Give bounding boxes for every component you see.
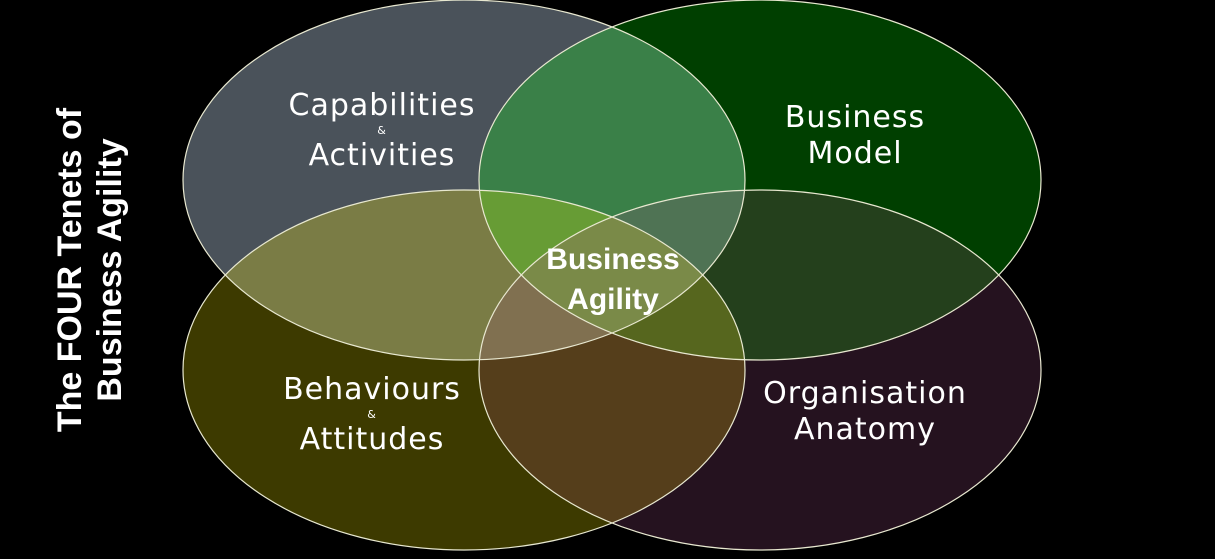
label-business-model: Business Model — [755, 100, 955, 172]
center-line-2: Agility — [567, 283, 659, 316]
title-line-1: The FOUR Tenets of — [51, 107, 89, 433]
label-amp: & — [377, 124, 387, 137]
label-line: Anatomy — [793, 412, 936, 447]
label-line: Attitudes — [299, 422, 445, 457]
title-line-2: Business Agility — [91, 138, 129, 402]
label-line: Activities — [308, 138, 456, 173]
label-organisation-anatomy: Organisation Anatomy — [745, 376, 985, 448]
center-label-business-agility: Business Agility — [546, 240, 679, 320]
label-amp: & — [367, 408, 377, 421]
label-line: Capabilities — [288, 88, 476, 123]
label-line: Behaviours — [283, 372, 461, 407]
label-line: Business — [784, 100, 926, 135]
diagram-title: The FOUR Tenets of Business Agility — [50, 108, 130, 432]
center-line-1: Business — [546, 243, 680, 276]
label-capabilities-activities: Capabilities & Activities — [282, 88, 482, 174]
label-line: Model — [807, 136, 903, 171]
label-line: Organisation — [763, 376, 967, 411]
label-behaviours-attitudes: Behaviours & Attitudes — [272, 372, 472, 458]
